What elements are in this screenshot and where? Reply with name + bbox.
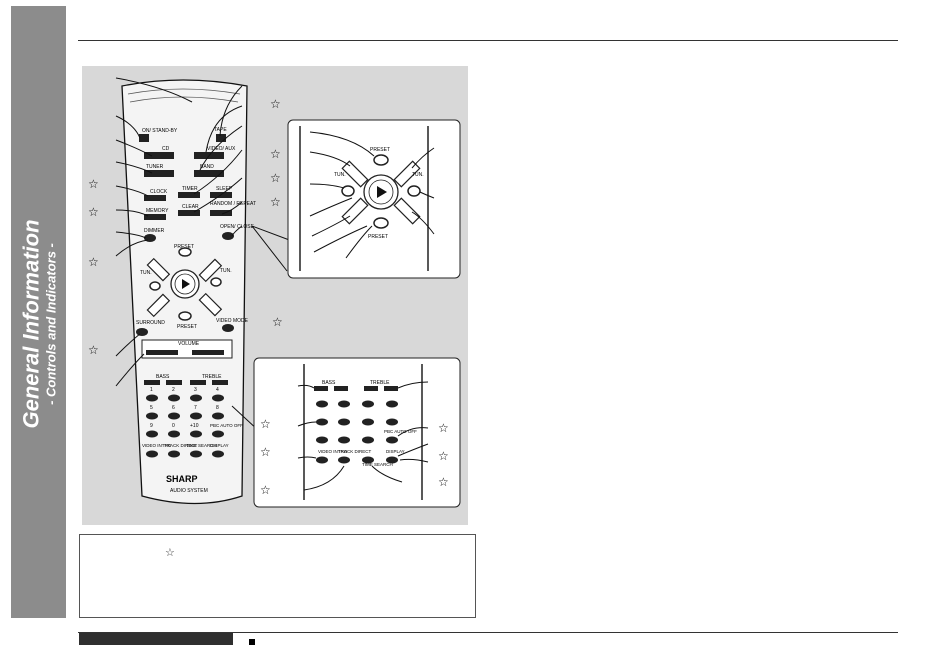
remote-button-label: PRESET [368,234,388,240]
remote-button-label: +10 [190,423,199,429]
clear-label: CLEAR [182,204,199,210]
tape-button [216,134,226,142]
remote-button-label: TRACK DIRECT [164,443,198,448]
video-aux-label: VIDEO/ AUX [207,146,236,152]
timer-label: TIMER [182,186,198,192]
remote-button-label: 8 [216,405,219,411]
remote-button-label: 9 [150,423,153,429]
remote-button-label: ☆ [438,421,449,435]
remote-button-label: TREBLE [370,380,390,386]
remote-button-label: ☆ [260,445,271,459]
remote-button-label: ☆ [438,449,449,463]
remote-button-label: 7 [194,405,197,411]
bottom-rule [78,632,898,633]
remote-button-label: ☆ [270,195,281,209]
memory-button [144,214,166,220]
random-repeat-button [210,210,232,216]
leader-lines [115,77,293,433]
remote-button-label: 2 [172,387,175,393]
treble-label: TREBLE [202,374,222,380]
surround-label: SURROUND [136,320,165,326]
remote-button-label: TIME SEARCH [186,443,217,448]
volume-label: VOLUME [178,341,200,347]
random-repeat-label: RANDOM / REPEAT [210,201,256,207]
remote-button-label: ☆ [260,417,271,431]
open-close-label: OPEN/ CLOSE [220,224,255,230]
timer-button [178,192,200,198]
top-rule [78,40,898,41]
remote-button-label: ☆ [88,255,99,269]
sidebar-subtitle: - Controls and Indicators - [43,243,58,406]
note-box: ☆ [79,534,476,618]
sidebar-title: General Information [18,219,43,429]
brand-logo: SHARP [166,474,198,484]
remote-button-label: 0 [172,423,175,429]
remote-button-label: PRESET [370,147,390,153]
remote-button-label: 3 [194,387,197,393]
remote-button-label: PBC AUTO OFF [210,423,243,428]
tuner-button [144,170,174,177]
remote-button-label: ☆ [270,97,281,111]
tun-right-label: TUN. [220,268,232,274]
remote-button-label: ☆ [260,483,271,497]
remote-button-label: DISPLAY [386,449,405,454]
remote-button-label: ☆ [270,147,281,161]
remote-button-label: TRACK DIRECT [338,449,372,454]
clock-button [144,195,166,201]
remote-button-label: DISPLAY [210,443,229,448]
clear-button [178,210,200,216]
remote-illustration: ON/ STAND-BY TAPE CD VIDEO/ AUX TUNER BA… [88,77,461,508]
tuner-label: TUNER [146,164,164,170]
sleep-label: SLEEP [216,186,233,192]
cd-button [144,152,174,159]
on-standby-label: ON/ STAND-BY [142,128,178,134]
remote-button-label: VIDEO INTRO [142,443,172,448]
remote-button-label: TUN. [412,172,424,178]
remote-button-label: VIDEO INTRO [318,449,348,454]
remote-button-label: TUN. [334,172,346,178]
video-mode-label: VIDEO MODE [216,318,249,324]
remote-button-label: ☆ [88,177,99,191]
remote-button-label: ☆ [438,475,449,489]
remote-figure: ON/ STAND-BY TAPE CD VIDEO/ AUX TUNER BA… [82,66,468,525]
band-label: BAND [200,164,214,170]
cd-label: CD [162,146,170,152]
keypad-inset [253,357,461,508]
open-close-button [222,232,234,240]
section-sidebar: General Information - Controls and Indic… [11,6,66,618]
memory-label: MEMORY [146,208,169,214]
remote-button-label: BASS [322,380,336,386]
model-label: AUDIO SYSTEM [170,488,208,494]
footer-bullet-icon [249,639,255,645]
sidebar-text: General Information - Controls and Indic… [18,219,58,429]
on-standby-button [139,134,149,142]
band-button [194,170,224,177]
preset-up-label: PRESET [174,244,194,250]
tun-left-label: TUN. [140,270,152,276]
remote-button-label: 1 [150,387,153,393]
preset-down-label: PRESET [177,324,197,330]
star-icon: ☆ [165,547,175,559]
remote-button-label: ☆ [88,343,99,357]
remote-button-label: 4 [216,387,219,393]
remote-button-label: TIME SEARCH [362,462,393,467]
remote-button-label: PBC AUTO OFF [384,429,417,434]
remote-button-label: ☆ [270,171,281,185]
footer-bar [79,633,233,645]
dimmer-label: DIMMER [144,228,165,234]
bass-label: BASS [156,374,170,380]
clock-label: CLOCK [150,189,168,195]
remote-button-label: ☆ [88,205,99,219]
remote-button-label: ☆ [272,315,283,329]
digit-grid [146,394,224,458]
video-mode-button [222,324,234,332]
surround-button [136,328,148,336]
play-icon [182,279,190,289]
remote-button-label: 5 [150,405,153,411]
remote-button-label: 6 [172,405,175,411]
